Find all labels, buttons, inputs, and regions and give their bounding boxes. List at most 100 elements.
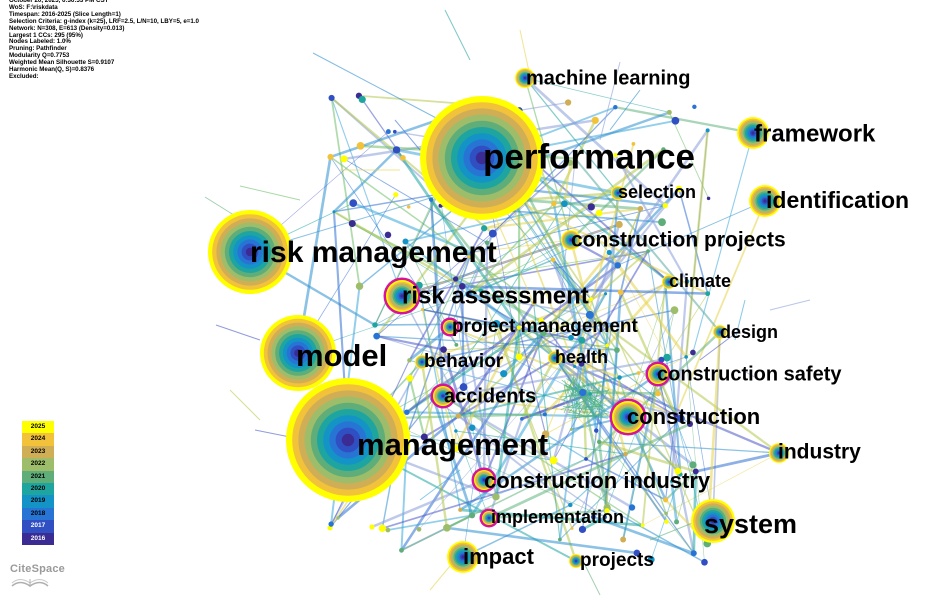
summary-line: Excluded: xyxy=(9,72,39,80)
keyword-node-construction-industry[interactable] xyxy=(471,467,497,493)
network-edge xyxy=(333,149,398,213)
keyword-label: industry xyxy=(778,441,861,464)
keyword-label: accidents xyxy=(444,385,536,407)
keyword-node-industry[interactable] xyxy=(769,443,789,463)
network-edge xyxy=(564,380,573,405)
network-edge xyxy=(540,320,576,367)
minor-node xyxy=(384,231,392,239)
minor-node xyxy=(481,225,488,232)
minor-node xyxy=(705,291,711,297)
minor-node xyxy=(692,104,697,110)
year-ring xyxy=(668,281,670,283)
keyword-node-projects[interactable] xyxy=(569,554,583,568)
keyword-label: construction industry xyxy=(484,468,711,493)
minor-node xyxy=(355,282,364,290)
minor-node xyxy=(406,374,414,382)
keyword-label: design xyxy=(720,322,778,342)
minor-node xyxy=(628,504,636,511)
minor-node xyxy=(594,428,599,433)
keyword-node-construction-projects[interactable] xyxy=(561,230,581,250)
network-edge xyxy=(483,332,545,481)
minor-node xyxy=(459,383,468,392)
minor-node xyxy=(664,511,668,516)
keyword-node-behavior[interactable] xyxy=(415,355,429,369)
network-edge xyxy=(599,441,780,454)
keyword-node-machine-learning[interactable] xyxy=(515,68,535,88)
minor-node xyxy=(540,329,547,337)
keyword-node-design[interactable] xyxy=(713,325,727,339)
keyword-node-performance[interactable] xyxy=(420,96,544,220)
network-edge xyxy=(570,386,578,400)
network-edge xyxy=(239,185,301,201)
keyword-label: impact xyxy=(463,544,535,569)
keyword-node-construction[interactable] xyxy=(609,398,647,436)
minor-node xyxy=(400,155,406,161)
network-edge xyxy=(406,323,497,413)
minor-node xyxy=(458,283,466,290)
keyword-node-identification[interactable] xyxy=(749,185,781,217)
year-ring xyxy=(483,479,485,481)
network-edge xyxy=(229,389,261,421)
minor-node xyxy=(531,301,536,306)
network-edge xyxy=(524,77,670,113)
network-edge xyxy=(589,313,780,454)
year-ring xyxy=(778,452,780,454)
network-edge xyxy=(599,61,621,141)
keyword-node-model[interactable] xyxy=(260,315,336,391)
network-edge xyxy=(665,414,677,500)
minor-node xyxy=(706,196,711,201)
keyword-label: health xyxy=(555,347,608,367)
network-edge xyxy=(657,373,681,475)
network-edge xyxy=(578,405,605,409)
network-edge xyxy=(619,291,677,416)
summary-line: October 20, 2025, 6:36:53 PM CST xyxy=(9,0,109,4)
network-edge xyxy=(591,389,610,420)
keyword-node-impact[interactable] xyxy=(447,541,479,573)
legend-year-2025: 2025 xyxy=(22,421,54,434)
year-ring xyxy=(763,199,767,203)
network-edge xyxy=(699,329,741,361)
keyword-node-climate[interactable] xyxy=(662,275,676,289)
network-edge xyxy=(545,433,587,460)
network-edge xyxy=(664,470,697,501)
keyword-node-implementation[interactable] xyxy=(479,508,499,528)
network-edge xyxy=(467,203,555,295)
summary-line: Nodes Labeled: 1.0% xyxy=(9,38,71,46)
network-edge xyxy=(545,352,694,435)
network-edge xyxy=(685,356,714,522)
keyword-node-selection[interactable] xyxy=(611,186,625,200)
minor-node xyxy=(561,200,568,208)
keyword-label: identification xyxy=(766,187,909,213)
network-edge xyxy=(395,149,520,329)
keyword-node-management[interactable] xyxy=(286,378,410,502)
minor-node xyxy=(385,527,391,533)
network-edge xyxy=(552,224,621,461)
keyword-node-health[interactable] xyxy=(548,351,562,365)
network-edge xyxy=(678,188,709,294)
network-edge xyxy=(520,357,557,420)
keyword-node-risk-management[interactable] xyxy=(208,210,292,294)
keyword-node-project-management[interactable] xyxy=(440,317,460,337)
keyword-node-accidents[interactable] xyxy=(430,383,456,409)
minor-node xyxy=(452,276,459,282)
legend-year-2018: 2018 xyxy=(22,507,54,521)
keyword-label: construction xyxy=(627,404,760,429)
keyword-node-risk-assessment[interactable] xyxy=(383,277,421,315)
legend-year-2020: 2020 xyxy=(22,482,54,496)
year-ring xyxy=(617,192,619,194)
minor-node xyxy=(340,155,348,163)
keyword-label: projects xyxy=(580,550,654,571)
keyword-node-framework[interactable] xyxy=(737,117,769,149)
minor-node xyxy=(567,159,574,166)
network-edge xyxy=(330,97,361,287)
minor-node xyxy=(674,519,680,525)
minor-node xyxy=(564,99,572,106)
minor-node xyxy=(492,493,500,501)
keyword-node-construction-safety[interactable] xyxy=(645,361,671,387)
minor-node xyxy=(369,524,375,530)
network-edge xyxy=(606,373,659,508)
keyword-node-system[interactable] xyxy=(691,499,735,543)
minor-node xyxy=(658,356,665,363)
